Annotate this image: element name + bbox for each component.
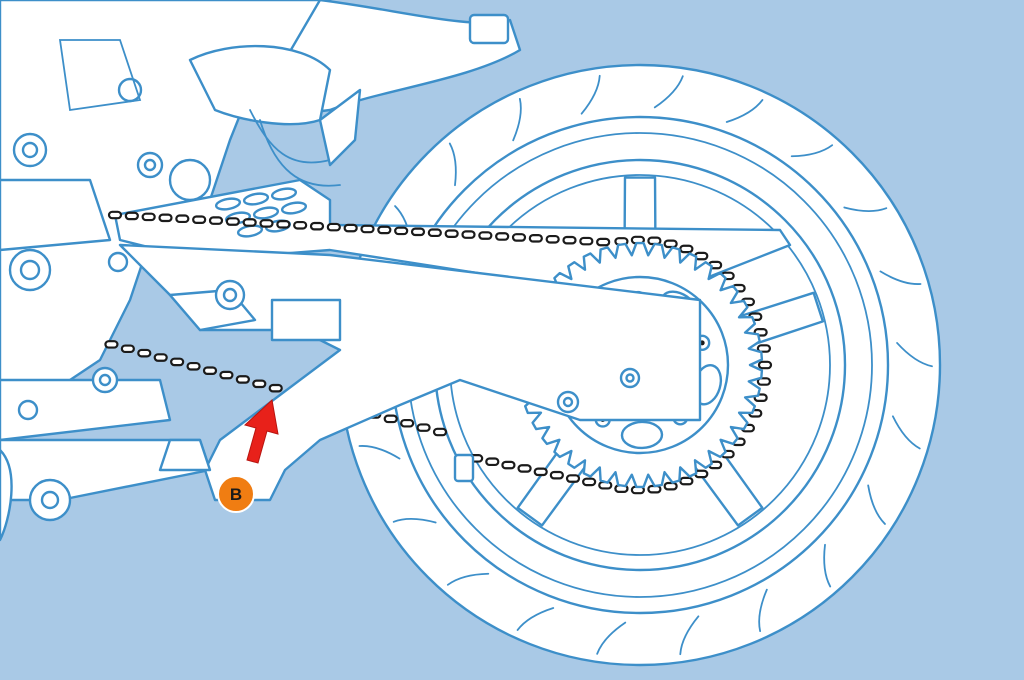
chain-link <box>170 357 185 367</box>
chain-link <box>158 213 173 223</box>
chain-link <box>259 219 274 228</box>
tread-mark <box>446 572 490 586</box>
chain-link <box>679 476 694 486</box>
tread-mark <box>758 588 768 633</box>
chain-link <box>528 234 543 243</box>
chain-link <box>410 227 426 237</box>
vent-hole <box>280 201 308 215</box>
chain-link <box>309 221 325 231</box>
sprocket-cutout <box>620 420 664 450</box>
callout-label: B <box>230 485 242 504</box>
tread-mark <box>867 484 886 525</box>
tread-mark <box>596 621 627 655</box>
chain-link <box>432 427 448 437</box>
chain-link <box>120 344 135 354</box>
tread-mark <box>790 144 834 158</box>
chain-link <box>360 224 375 234</box>
chain-link <box>679 244 694 254</box>
chain-link <box>517 464 532 473</box>
vent-hole <box>270 187 298 201</box>
tread-mark <box>653 75 684 109</box>
chain-link <box>461 230 476 239</box>
tread-mark <box>891 415 921 450</box>
chain-link <box>124 211 139 221</box>
chain-link <box>663 481 678 491</box>
vent-hole <box>242 192 270 206</box>
chain-link <box>293 220 308 230</box>
chain-link <box>756 344 772 353</box>
chain-link <box>582 477 597 487</box>
chain-link <box>485 457 500 467</box>
chain-link <box>175 214 190 224</box>
chain-link <box>383 414 398 424</box>
chain-link <box>343 223 358 233</box>
tread-mark <box>516 607 555 631</box>
chain-link <box>579 236 594 246</box>
chain-link <box>533 467 548 477</box>
chain-link <box>268 383 283 393</box>
tread-mark <box>580 74 601 115</box>
chain-link <box>501 460 516 470</box>
chain-link <box>565 474 581 483</box>
chain-link <box>208 216 224 225</box>
chain-link <box>427 228 442 238</box>
chain-link <box>276 220 291 229</box>
chain-link <box>141 212 156 222</box>
chain-link <box>153 353 168 362</box>
chain-link <box>107 210 123 220</box>
chain-link <box>137 348 152 358</box>
chain-link <box>219 370 234 380</box>
tread-mark <box>392 518 437 524</box>
chain-link <box>400 418 415 428</box>
tread-mark <box>823 543 832 588</box>
chain-link <box>252 379 267 389</box>
chain-link <box>186 361 201 371</box>
tread-mark <box>843 206 888 212</box>
chain-link <box>192 215 207 224</box>
tread-mark <box>358 445 401 460</box>
red-arrow-icon <box>243 399 279 464</box>
chain-link <box>757 360 773 370</box>
chain-link <box>104 340 119 349</box>
chain-link <box>495 232 510 241</box>
chain-link <box>416 423 431 432</box>
tread-mark <box>448 142 457 187</box>
chain-link <box>202 366 218 375</box>
tread-mark <box>725 99 764 123</box>
chain-link <box>511 233 527 242</box>
chain-link <box>394 226 409 236</box>
tread-mark <box>679 615 700 656</box>
chain-link <box>549 470 564 480</box>
vent-hole <box>252 206 280 220</box>
callout-badge: B <box>217 475 255 513</box>
chain-link <box>242 218 257 227</box>
tread-mark <box>896 342 933 368</box>
chain-link <box>545 234 560 244</box>
chain-link <box>756 377 772 386</box>
chain-link <box>478 231 493 240</box>
tread-mark <box>879 270 922 285</box>
chain-link <box>663 239 678 249</box>
chain-link <box>596 237 611 247</box>
chain-link <box>225 217 240 226</box>
chain-link <box>377 225 392 235</box>
chain-link <box>444 229 459 238</box>
chain-link <box>562 235 577 245</box>
chain-link <box>235 375 250 384</box>
chain-link <box>326 222 341 232</box>
tread-mark <box>512 97 522 142</box>
vent-hole <box>214 197 242 211</box>
